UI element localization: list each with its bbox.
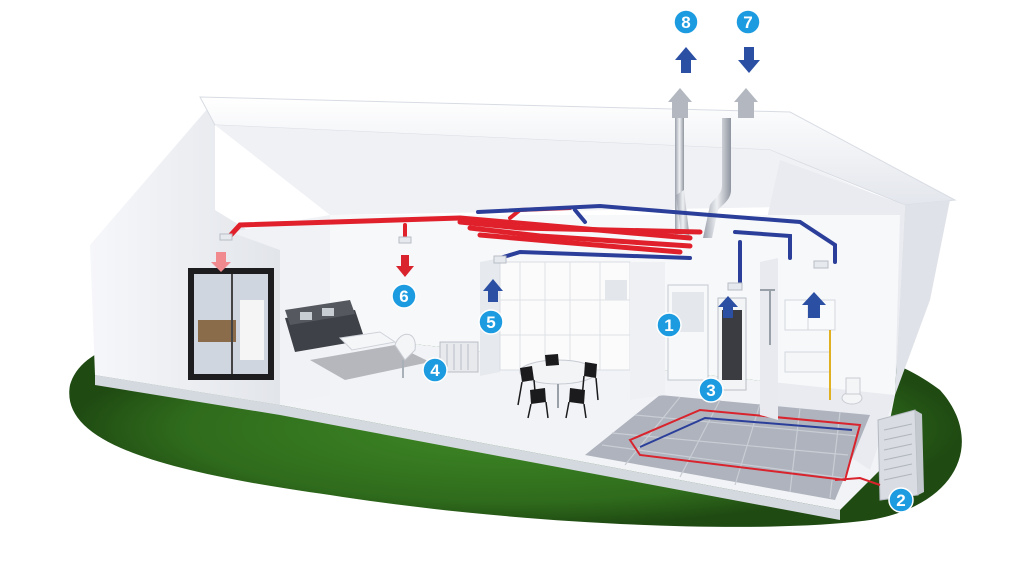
ventilation-unit: [667, 284, 709, 381]
callout-number: 4: [430, 361, 440, 380]
right-gable-face: [895, 200, 950, 395]
callout-circle: [422, 357, 448, 383]
callout-number: 7: [743, 13, 752, 32]
roof-vent-icon: [668, 88, 692, 118]
tile-grid: [601, 396, 859, 499]
callout-badge-5: 5: [478, 309, 504, 335]
callout-badge-4: 4: [422, 357, 448, 383]
rug: [310, 345, 430, 380]
heat-pump-icon: [877, 409, 924, 501]
arrow-up-icon: [675, 47, 697, 73]
callout-circle: [673, 9, 699, 35]
roof-vent-icon: [734, 88, 758, 118]
lounge-chair: [394, 333, 416, 378]
callout-badge-7: 7: [735, 9, 761, 35]
supply-air-ducts: [225, 206, 703, 255]
callout-number: 5: [486, 313, 495, 332]
callout-badges: 1 2 3 4 5 6 7 8: [391, 9, 914, 513]
callout-number: 2: [896, 491, 905, 510]
arrow-down-icon: [738, 47, 760, 73]
arrow-down-icon: [211, 252, 231, 272]
underfloor-return-line: [639, 416, 853, 448]
extract-air-ducts: [476, 203, 837, 287]
callout-circle: [478, 309, 504, 335]
callout-badge-2: 2: [888, 487, 914, 513]
callout-circle: [391, 283, 417, 309]
radiator-icon: [439, 341, 479, 373]
callout-number: 8: [681, 13, 690, 32]
bedroom-window: [188, 268, 274, 380]
callout-circle: [888, 487, 914, 513]
underfloor-heating-loop: [628, 408, 862, 482]
hot-water-tank: [717, 297, 747, 391]
callout-number: 6: [399, 287, 408, 306]
ceiling-diffusers: [219, 233, 829, 291]
shower-icon: [760, 289, 775, 345]
callout-badge-3: 3: [698, 377, 724, 403]
floor-slab-edge: [95, 375, 840, 520]
arrow-up-icon: [483, 279, 503, 302]
arrow-down-icon: [396, 255, 414, 277]
coffee-table: [338, 331, 397, 351]
callout-circle: [656, 312, 682, 338]
callout-circle: [735, 9, 761, 35]
toilet: [841, 377, 863, 405]
callout-number: 1: [664, 316, 673, 335]
callout-badge-1: 1: [656, 312, 682, 338]
arrow-up-icon: [718, 296, 738, 318]
callout-circle: [698, 377, 724, 403]
callout-number: 3: [706, 381, 715, 400]
dining-table-icon: [517, 354, 599, 419]
callout-badge-6: 6: [391, 283, 417, 309]
arrow-up-icon: [802, 292, 826, 318]
callout-badge-8: 8: [673, 9, 699, 35]
kitchen-cabinets: [499, 261, 631, 371]
roof-ducts: [675, 118, 731, 240]
heat-pump-pipe: [834, 476, 881, 486]
utility-wall: [630, 262, 665, 400]
partition-wall-left: [230, 215, 330, 405]
